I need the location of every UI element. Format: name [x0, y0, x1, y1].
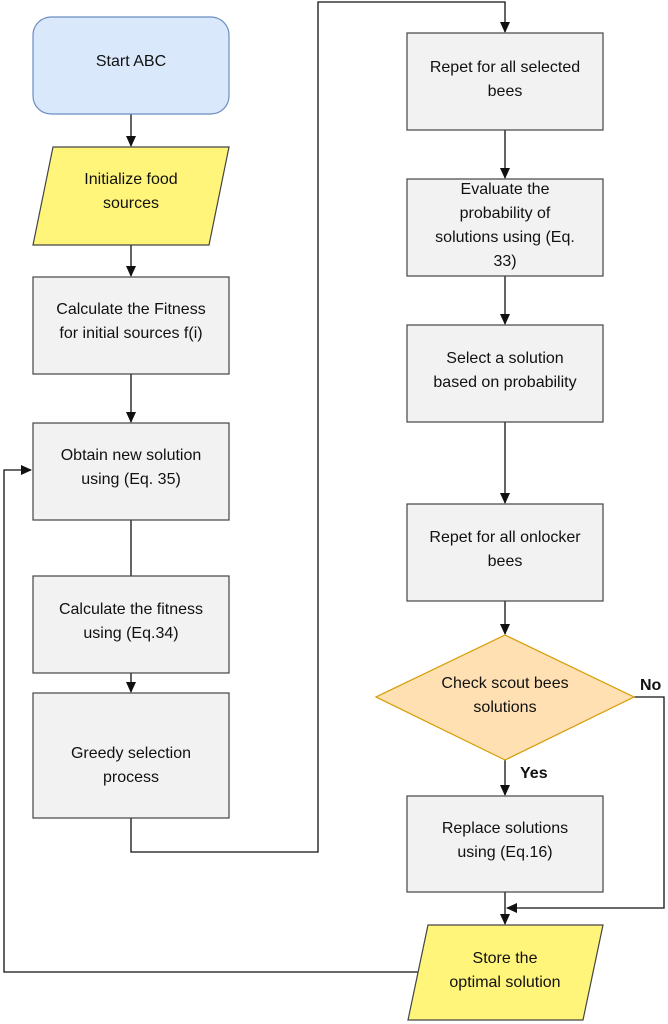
probability-box: [406, 178, 604, 277]
select-solution-box: [406, 324, 604, 423]
edge-scout-check-no: [506, 696, 665, 913]
label-line: using (Eq. 35): [81, 471, 181, 488]
label-line: Calculate the Fitness: [56, 301, 205, 318]
label-line: for initial sources f(i): [59, 325, 202, 342]
yes-label: Yes: [520, 765, 548, 782]
repeat-onlooker-label: Repet for all onlocker bees: [429, 529, 581, 570]
select-solution-label: Select a solution based on probability: [433, 350, 576, 391]
label-line: solutions using (Eq.: [435, 229, 575, 246]
label-line: Select a solution: [446, 350, 563, 367]
label-line: bees: [488, 83, 523, 100]
fitness-initial-label: Calculate the Fitness for initial sources…: [56, 301, 205, 342]
new-solution-box: [32, 422, 230, 521]
label-line: sources: [103, 195, 159, 212]
start-terminal: [32, 16, 230, 115]
label-line: Start ABC: [96, 53, 166, 70]
label-line: process: [103, 769, 159, 786]
repeat-onlooker-box: [406, 503, 604, 602]
replace-label: Replace solutions using (Eq.16): [442, 820, 568, 861]
repeat-selected-label: Repet for all selected bees: [430, 59, 580, 100]
scout-check-label: Check scout bees solutions: [441, 675, 568, 716]
edge-store-to-new-solution: [3, 465, 418, 973]
greedy-label: Greedy selection process: [71, 745, 191, 786]
replace-box: [406, 795, 604, 893]
fitness-eq34-label: Calculate the fitness using (Eq.34): [59, 601, 203, 642]
label-line: Greedy selection: [71, 745, 191, 762]
label-line: Obtain new solution: [61, 447, 202, 464]
label-line: solutions: [473, 699, 536, 716]
label-line: Repet for all onlocker: [429, 529, 581, 546]
label-line: probability of: [460, 205, 551, 222]
init-io-shape: [32, 146, 230, 246]
fitness-initial-box: [32, 276, 230, 375]
label-line: Check scout bees: [441, 675, 568, 692]
edge-greedy-to-repeat-selected: [130, 1, 510, 853]
fitness-eq34-box: [32, 575, 230, 674]
label-line: using (Eq.16): [457, 844, 552, 861]
start-label: Start ABC: [96, 53, 166, 70]
label-line: 33): [493, 253, 516, 270]
greedy-box: [32, 692, 230, 819]
label-line: Initialize food: [84, 171, 177, 188]
scout-check-decision: [374, 634, 636, 761]
store-label: Store the optimal solution: [449, 950, 560, 991]
label-line: Repet for all selected: [430, 59, 580, 76]
new-solution-label: Obtain new solution using (Eq. 35): [61, 447, 202, 488]
label-line: Calculate the fitness: [59, 601, 203, 618]
label-line: Evaluate the: [461, 181, 550, 198]
label-line: optimal solution: [449, 974, 560, 991]
init-label: Initialize food sources: [84, 171, 177, 212]
label-line: Store the: [473, 950, 538, 967]
label-line: based on probability: [433, 374, 576, 391]
label-line: Replace solutions: [442, 820, 568, 837]
repeat-selected-box: [406, 32, 604, 131]
label-line: bees: [488, 553, 523, 570]
no-label: No: [640, 677, 662, 694]
store-io-shape: [407, 924, 604, 1021]
label-line: using (Eq.34): [83, 625, 178, 642]
probability-label: Evaluate the probability of solutions usin…: [435, 181, 575, 270]
